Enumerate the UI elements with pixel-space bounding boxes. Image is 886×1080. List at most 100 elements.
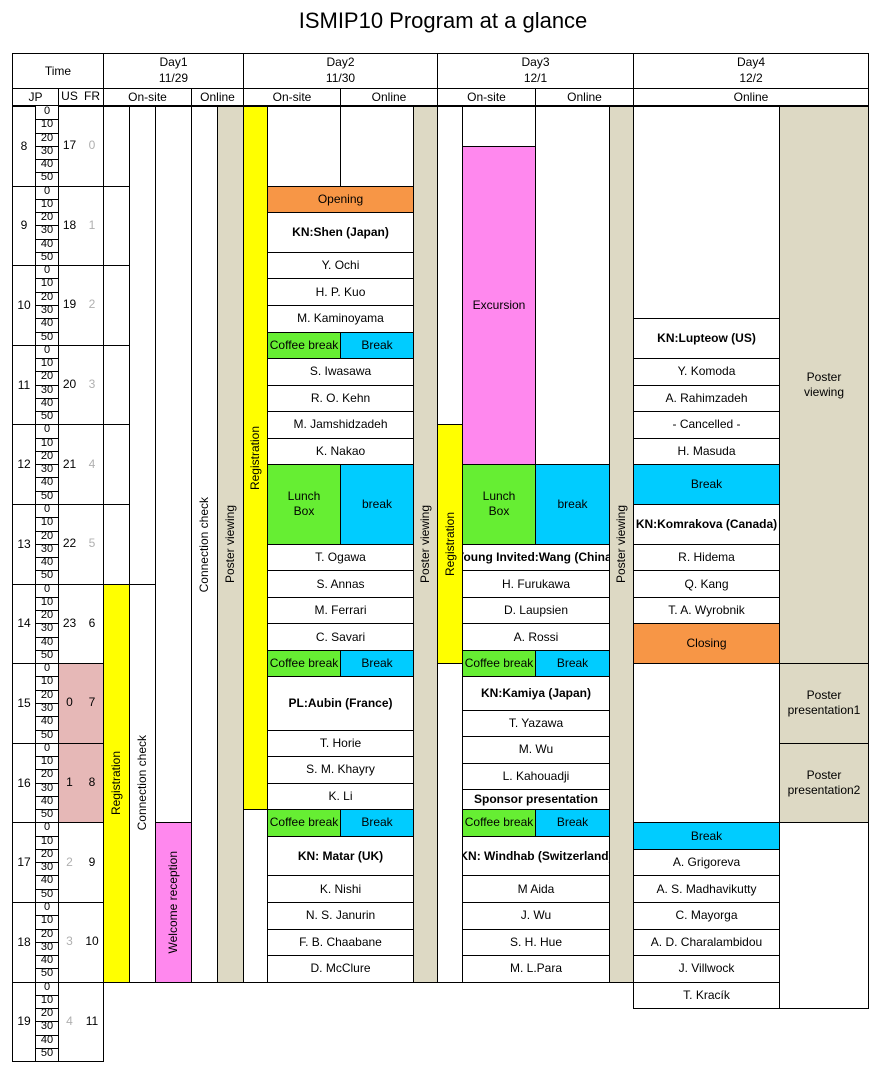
day4-komoda: Y. Komoda [633,358,780,386]
day3-lunch-break: break [535,464,610,545]
hour-jp: 8 [12,106,36,187]
day1-frame [103,106,244,983]
minute-tick: 40 [35,556,59,572]
minute-tick: 20 [35,291,59,306]
minute-tick: 30 [35,782,59,797]
hour-jp: 10 [12,265,36,346]
minute-tick: 0 [35,265,59,280]
hour-fr: 4 [88,456,96,471]
hour-usfr-frame [58,663,104,744]
minute-tick: 50 [35,729,59,744]
hour-usfr-frame [58,185,104,267]
hour-jp: 14 [12,583,36,665]
hour-usfr-frame [58,265,104,346]
day4-poster-presentation2: Poster presentation2 [779,742,869,824]
hour-jp: 17 [12,822,36,903]
minute-tick: 0 [35,503,59,519]
hour-us: 0 [58,663,81,743]
minute-tick: 50 [35,570,59,585]
hour-jp: 11 [12,344,36,426]
minute-tick: 20 [35,530,59,545]
header-day1-onsite: On-site [103,88,192,106]
minute-tick: 20 [35,371,59,386]
header-day1: Day1 11/29 [103,53,244,89]
minute-tick: 50 [35,888,59,903]
hour-fr: 5 [88,536,96,551]
hour-us: 21 [62,456,77,471]
hour-fr: 9 [88,854,96,869]
minute-tick: 0 [35,742,59,758]
hour-fr: 6 [88,615,96,630]
minute-tick: 0 [35,981,59,996]
minute-tick: 0 [35,822,59,837]
day2-frame [243,106,438,983]
minute-tick: 10 [35,676,59,691]
minute-tick: 50 [35,172,59,187]
minute-tick: 50 [35,1047,59,1063]
hour-usfr-frame [58,902,104,983]
minute-tick: 50 [35,411,59,426]
minute-tick: 50 [35,968,59,983]
header-day1-online: Online [191,88,244,106]
minute-tick: 40 [35,954,59,970]
header-usfr-frame [58,88,104,106]
hour-jp: 12 [12,424,36,505]
minute-tick: 20 [35,769,59,784]
hour-us: 4 [66,1013,73,1028]
minute-tick: 30 [35,862,59,877]
minute-tick: 30 [35,145,59,161]
header-day3-online: Online [535,88,634,106]
day4-poster-viewing: Poster viewing [779,106,869,665]
day2-coffee-break: Coffee break [267,809,341,837]
minute-tick: 30 [35,941,59,957]
minute-tick: 10 [35,994,59,1010]
hour-usfr-frame [58,822,104,903]
day4-kn-komrakova: KN:Komrakova (Canada) [633,504,780,545]
day4-empty [633,106,780,320]
minute-tick: 0 [35,901,59,917]
day4-madhavikutty: A. S. Madhavikutty [633,875,780,903]
hour-us: 3 [66,934,73,949]
minute-tick: 40 [35,238,59,253]
hour-fr: 0 [88,138,96,153]
header-day2-onsite: On-site [243,88,341,106]
day4-rahimzadeh: A. Rahimzadeh [633,384,780,413]
header-jp: JP [12,88,59,106]
hour-usfr-frame [58,981,104,1063]
minute-tick: 0 [35,583,59,598]
minute-tick: 10 [35,198,59,214]
minute-tick: 50 [35,809,59,824]
day2-lunch-break: break [340,464,414,545]
minute-tick: 40 [35,716,59,731]
day4-empty [633,663,780,824]
minute-tick: 20 [35,928,59,943]
minute-tick: 30 [35,543,59,559]
minute-tick: 40 [35,158,59,174]
minute-tick: 10 [35,357,59,373]
minute-tick: 40 [35,1034,59,1049]
day4-break2: Break [633,822,780,850]
hour-us: 23 [62,615,77,630]
minute-tick: 30 [35,702,59,718]
day4-kracik: T. Kracík [633,981,780,1010]
minute-tick: 30 [35,464,59,479]
hour-fr: 3 [88,377,96,392]
minute-tick: 20 [35,1008,59,1023]
header-day2-online: Online [340,88,438,106]
hour-jp: 16 [12,742,36,824]
minute-tick: 20 [35,132,59,147]
day4-empty [779,822,869,1010]
minute-tick: 0 [35,105,59,121]
hour-us: 18 [62,217,77,232]
minute-tick: 10 [35,278,59,293]
minute-tick: 30 [35,384,59,399]
minute-tick: 10 [35,915,59,930]
minute-tick: 40 [35,477,59,492]
hour-usfr-frame [58,344,104,426]
day4-kn-lupteow: KN:Lupteow (US) [633,318,780,360]
header-day4-online: Online [633,88,869,106]
day3-coffee-break: Coffee break [462,809,536,837]
hour-usfr-frame [58,583,104,665]
hour-jp: 18 [12,902,36,983]
minute-tick: 0 [35,185,59,200]
